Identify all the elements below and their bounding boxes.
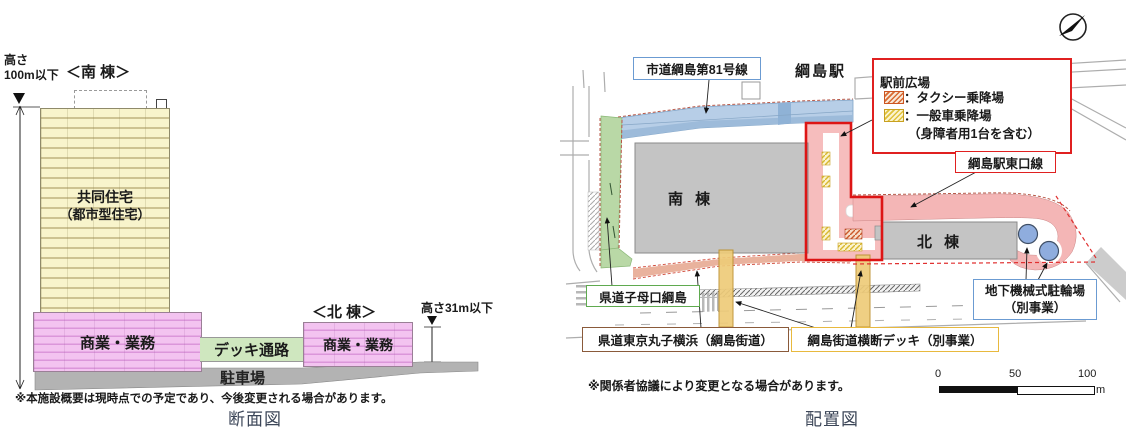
north-bldg-title: ＜北 棟＞ xyxy=(312,304,377,321)
commercial-north-label: 商業・業務 xyxy=(323,336,393,353)
roof-dashed-outline xyxy=(74,90,147,109)
site-boundary-dashes xyxy=(852,195,1099,265)
label-bicycle-parking: 地下機械式駐輪場 （別事業） xyxy=(973,279,1097,320)
scale-100: 100 xyxy=(1078,368,1097,380)
southeast-road xyxy=(1086,247,1126,300)
scale-bar-empty xyxy=(1017,386,1095,395)
legend-general-note: （身障者用1台を含む） xyxy=(908,127,1040,141)
bicycle-line2: （別事業） xyxy=(1003,300,1067,315)
east-exit-road xyxy=(852,192,1077,271)
bicycle-line1: 地下機械式駐輪場 xyxy=(984,283,1085,298)
north-building-footprint xyxy=(881,221,1018,260)
leader-lines xyxy=(604,79,1048,329)
bicycle-silo-icon xyxy=(1017,223,1039,245)
height-marker-south xyxy=(13,93,25,104)
salmon-sidewalk xyxy=(632,252,852,280)
legend-general: ：一般車乗降場 xyxy=(904,109,992,123)
station-label: 綱島駅 xyxy=(795,63,847,80)
commercial-south-label: 商業・業務 xyxy=(79,334,155,352)
taxi-swatch-icon xyxy=(884,91,904,104)
plaza-legend: 駅前広場 ：タクシー乗降場 ：一般車乗降場 （身障者用1台を含む） xyxy=(872,58,1072,154)
scale-50: 50 xyxy=(1009,368,1022,380)
plan-caption: 配置図 xyxy=(805,410,859,429)
deck-label: デッキ通路 xyxy=(213,342,289,359)
commercial-south-block: 商業・業務 xyxy=(33,312,202,372)
bicycle-silo-icon xyxy=(1038,240,1060,262)
crossing-deck-east xyxy=(855,254,871,328)
height-marker-north xyxy=(427,316,437,325)
crossing-deck-west xyxy=(718,249,734,328)
north-building-label: 北 棟 xyxy=(917,234,964,251)
south-building-label: 南 棟 xyxy=(668,191,715,208)
station-plaza xyxy=(806,123,882,260)
height-label-north: 高さ31m以下 xyxy=(421,301,494,315)
deck-passage: デッキ通路 xyxy=(200,337,303,362)
north-arrow-icon xyxy=(1059,13,1087,41)
legend-taxi: ：タクシー乗降場 xyxy=(904,91,1005,105)
residential-tower: 共同住宅 （都市型住宅） xyxy=(40,108,170,314)
scale-0: 0 xyxy=(935,368,942,380)
section-note: ※本施設概要は現時点での予定であり、今後変更される場合があります。 xyxy=(15,393,393,405)
general-swatch-icon xyxy=(884,109,904,122)
section-caption: 断面図 xyxy=(228,410,282,429)
south-building-footprint xyxy=(634,142,809,254)
city-road-81 xyxy=(617,98,854,140)
label-road81: 市道綱島第81号線 xyxy=(633,57,761,80)
scale-bar-filled xyxy=(939,386,1017,393)
south-tower-title: ＜南 棟＞ xyxy=(66,64,131,81)
plan-note: ※関係者協議により変更となる場合があります。 xyxy=(588,379,850,393)
label-maruko: 県道東京丸子横浜（綱島街道） xyxy=(582,327,789,352)
plaza-boundary xyxy=(804,121,884,262)
label-crossing-deck: 綱島街道横断デッキ（別事業） xyxy=(791,327,999,352)
station-annex-outline xyxy=(741,81,761,100)
label-shibokuchi: 県道子母口綱島 xyxy=(586,285,700,307)
residential-label: 共同住宅 （都市型住宅） xyxy=(59,189,151,222)
legend-title: 駅前広場 xyxy=(880,76,931,90)
pref-road-shibokuchi xyxy=(587,115,633,269)
parking-label: 駐車場 xyxy=(220,370,266,387)
label-east-exit: 綱島駅東口線 xyxy=(955,151,1056,173)
scale-unit: m xyxy=(1096,384,1106,396)
commercial-north-block: 商業・業務 xyxy=(303,322,413,367)
